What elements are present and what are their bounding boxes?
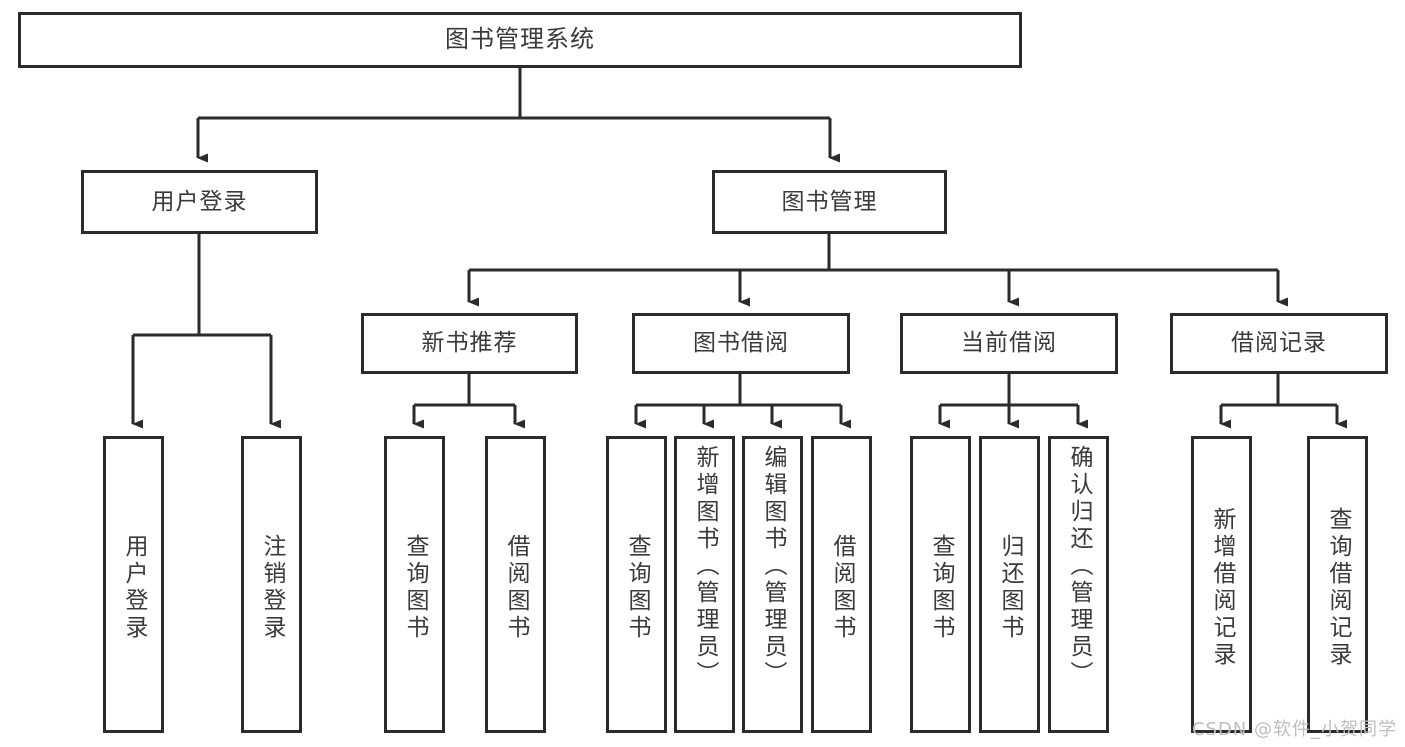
- node-book-borrow[interactable]: 图书借阅: [632, 313, 850, 374]
- leaf-label: 归还图书: [997, 533, 1023, 642]
- leaf-current-borrow-return-book[interactable]: 归还图书: [979, 436, 1040, 733]
- leaf-label: 新增借阅记录: [1209, 506, 1235, 669]
- node-new-book-recommend[interactable]: 新书推荐: [361, 313, 578, 374]
- leaf-borrow-record-add-record[interactable]: 新增借阅记录: [1191, 436, 1252, 733]
- leaf-label: 注销登录: [259, 533, 285, 642]
- node-user-login[interactable]: 用户登录: [81, 170, 318, 234]
- leaf-label: 编辑图书（管理员）: [760, 445, 786, 688]
- leaf-label: 用户登录: [121, 533, 147, 642]
- node-borrow-record[interactable]: 借阅记录: [1170, 313, 1388, 374]
- leaf-label: 确认归还（管理员）: [1066, 445, 1092, 688]
- leaf-borrow-record-query-record[interactable]: 查询借阅记录: [1307, 436, 1368, 733]
- leaf-book-borrow-edit-book-admin[interactable]: 编辑图书（管理员）: [742, 436, 803, 733]
- leaf-label: 查询图书: [402, 533, 428, 642]
- leaf-label: 借阅图书: [503, 533, 529, 642]
- leaf-label: 新增图书（管理员）: [692, 445, 718, 688]
- node-label: 借阅记录: [1231, 330, 1327, 357]
- leaf-current-borrow-query-book[interactable]: 查询图书: [910, 436, 971, 733]
- leaf-label: 查询图书: [624, 533, 650, 642]
- leaf-new-book-query-book[interactable]: 查询图书: [384, 436, 445, 733]
- node-label: 图书借阅: [693, 330, 789, 357]
- leaf-label: 查询借阅记录: [1325, 506, 1351, 669]
- leaf-current-borrow-confirm-return-admin[interactable]: 确认归还（管理员）: [1048, 436, 1109, 733]
- node-label: 图书管理系统: [445, 25, 595, 54]
- node-label: 图书管理: [781, 188, 878, 215]
- leaf-user-login-signout[interactable]: 注销登录: [241, 436, 302, 733]
- node-label: 用户登录: [151, 188, 248, 215]
- leaf-new-book-borrow-book[interactable]: 借阅图书: [485, 436, 546, 733]
- node-current-borrow[interactable]: 当前借阅: [900, 313, 1118, 374]
- leaf-user-login-signin[interactable]: 用户登录: [103, 436, 164, 733]
- leaf-book-borrow-borrow-book[interactable]: 借阅图书: [811, 436, 872, 733]
- node-book-management[interactable]: 图书管理: [712, 170, 947, 234]
- leaf-book-borrow-query-book[interactable]: 查询图书: [606, 436, 667, 733]
- node-root-system[interactable]: 图书管理系统: [18, 12, 1022, 68]
- leaf-label: 借阅图书: [829, 533, 855, 642]
- watermark-credit: CSDN @软件_小贺同学: [1191, 719, 1397, 740]
- node-label: 当前借阅: [961, 330, 1057, 357]
- leaf-book-borrow-add-book-admin[interactable]: 新增图书（管理员）: [674, 436, 735, 733]
- leaf-label: 查询图书: [928, 533, 954, 642]
- node-label: 新书推荐: [421, 330, 518, 357]
